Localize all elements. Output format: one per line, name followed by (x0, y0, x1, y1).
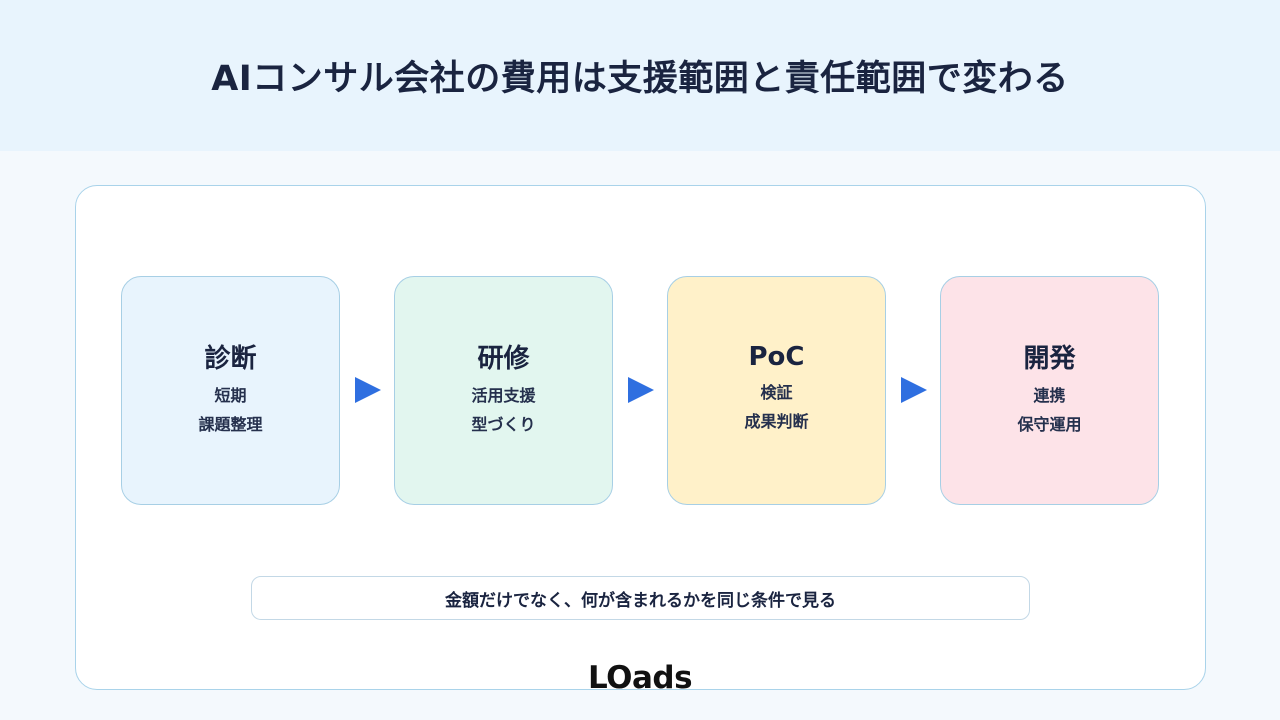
step-card-training: 研修 活用支援 型づくり (394, 276, 613, 505)
brand-logo: LOads (587, 660, 693, 696)
step-title: 研修 (477, 344, 530, 374)
step-line: 連携 (1033, 386, 1066, 405)
step-line: 型づくり (471, 415, 536, 434)
page-title: AIコンサル会社の費用は支援範囲と責任範囲で変わる (211, 59, 1069, 99)
step-card-diagnosis: 診断 短期 課題整理 (121, 276, 340, 505)
step-card-development: 開発 連携 保守運用 (940, 276, 1159, 505)
header-banner: AIコンサル会社の費用は支援範囲と責任範囲で変わる (0, 0, 1280, 151)
step-line: 保守運用 (1017, 415, 1082, 434)
arrow-right-icon (628, 377, 654, 403)
step-line: 活用支援 (471, 386, 536, 405)
step-title: 診断 (204, 344, 257, 374)
arrow-right-icon (355, 377, 381, 403)
step-card-poc: PoC 検証 成果判断 (667, 276, 886, 505)
step-line: 課題整理 (198, 415, 263, 434)
step-line: 短期 (214, 386, 247, 405)
step-line: 検証 (760, 382, 793, 402)
step-title: PoC (748, 341, 805, 372)
step-line: 成果判断 (744, 411, 809, 431)
summary-note: 金額だけでなく、何が含まれるかを同じ条件で見る (251, 576, 1030, 620)
step-title: 開発 (1023, 344, 1076, 374)
arrow-right-icon (901, 377, 927, 403)
